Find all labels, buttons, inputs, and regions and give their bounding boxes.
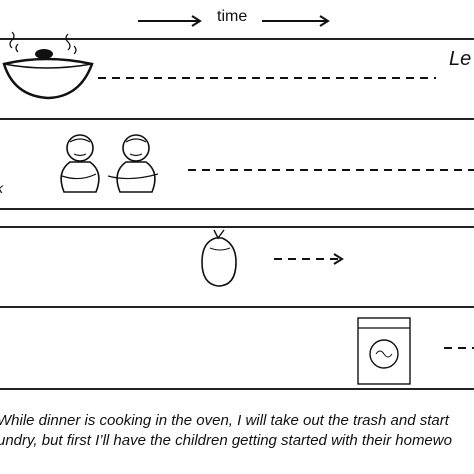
lane-2-border (0, 118, 474, 210)
lane-1-label: Le (449, 48, 472, 70)
lane-2-label: k (0, 180, 3, 196)
lane-1-border-top (0, 38, 474, 40)
lane-2-dashed-line (188, 169, 474, 171)
lane-3-border (0, 226, 474, 228)
time-arrow-right (262, 15, 330, 27)
lane-1-dashed-line (98, 77, 436, 79)
lane-4-border (0, 306, 474, 390)
lane-4-dashed-line (444, 347, 474, 349)
caption-line-1: While dinner is cooking in the oven, I w… (0, 412, 449, 429)
time-label: time (217, 8, 248, 25)
washing-machine-icon (357, 317, 411, 385)
caption-line-2: undry, but first I’ll have the children … (0, 432, 452, 449)
trash-bag-icon (201, 229, 237, 287)
lane-3-dashed-arrow (274, 253, 344, 265)
pot-icon (2, 31, 94, 100)
children-icon (60, 134, 159, 193)
time-arrow-left (138, 15, 202, 27)
